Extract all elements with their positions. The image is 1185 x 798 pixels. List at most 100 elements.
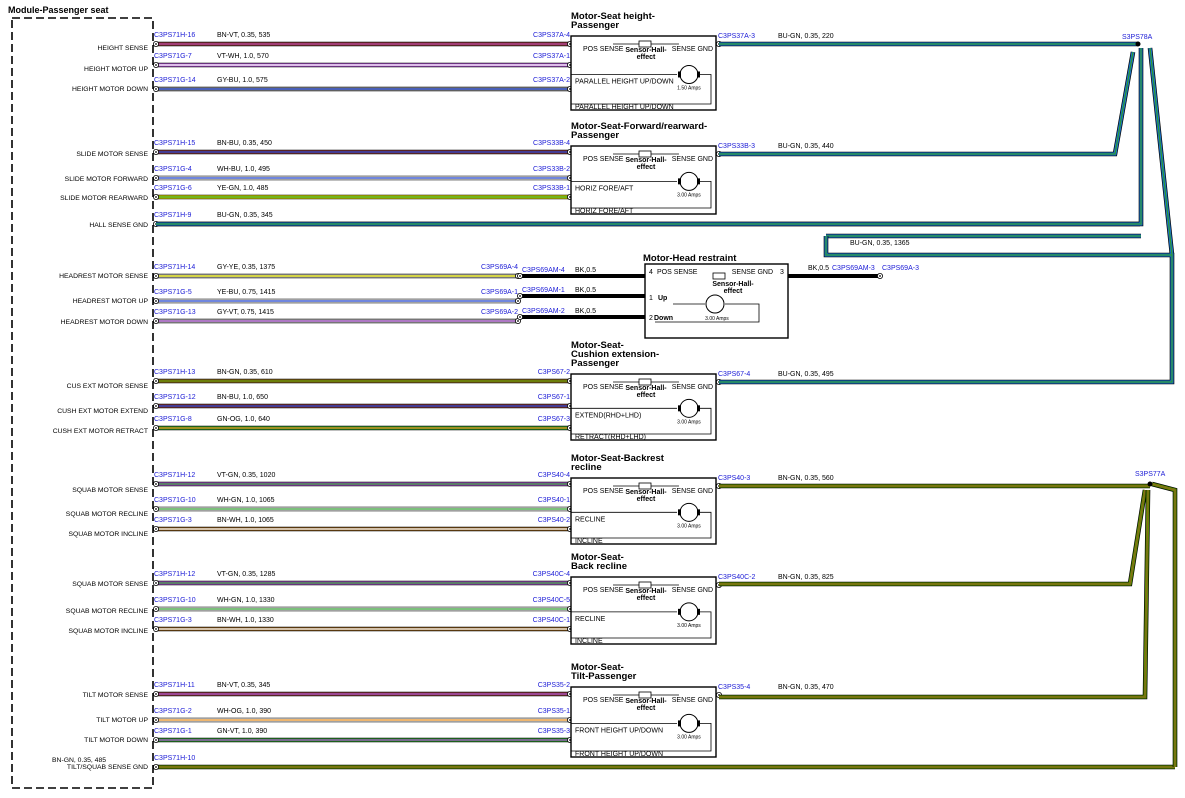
wire-from-connector: C3PS71H-9 [154,212,191,219]
motor-out-spec: BU-GN, 0.35, 440 [778,143,834,150]
pin-dot [155,405,157,407]
sensor-label: effect [724,288,743,295]
out-wire-outline [719,489,1151,700]
headrest-up-label: Up [658,295,667,302]
wire-spec: YE-BU, 0.75, 1415 [217,289,275,296]
motor-title: Motor-Seat height- [571,11,655,22]
motor-amps: 1.50 Amps [677,85,701,91]
motor-function-label: INCLINE [575,638,603,645]
motor-brush-icon [678,178,681,185]
sensor-label: Sensor-Hall- [625,157,667,164]
wire-spec: BN-WH, 1.0, 1330 [217,617,274,624]
module-pin-label: HEADREST MOTOR SENSE [59,273,148,280]
pin-dot [155,88,157,90]
sense-gnd-label: SENSE GND [672,156,713,163]
motor-lead [571,511,712,539]
wire-from-connector: C3PS71G-14 [154,77,196,84]
motor-block: Motor-Seat-Forward/rearward-PassengerPOS… [570,121,834,215]
wire-spec: GN-VT, 1.0, 390 [217,728,267,735]
motor-function-label: PARALLEL HEIGHT UP/DOWN [575,78,674,85]
headrest-pin-label: 2 [649,315,653,322]
module-pin-label: HEIGHT SENSE [98,45,149,52]
sensor-label: Sensor-Hall- [625,698,667,705]
motor-title: Passenger [571,358,619,369]
motor-out-spec: BN-GN, 0.35, 825 [778,574,834,581]
motor-title: recline [571,462,602,473]
module-pin-label: CUSH EXT MOTOR EXTEND [57,408,148,415]
pin-dot [155,508,157,510]
motor-amps: 3.00 Amps [677,734,701,740]
splice-top-label: S3PS78A [1122,34,1153,41]
motor-title: Motor-Seat-Backrest [571,453,665,464]
module-pin-label: TILT MOTOR UP [96,717,148,724]
headrest-pin-label: 4 [649,269,653,276]
pin-dot [155,739,157,741]
wire-spec: WH-OG, 1.0, 390 [217,708,271,715]
motor-brush-icon [678,608,681,615]
pin-dot [517,300,519,302]
pin-dot [155,151,157,153]
sensor-label: effect [637,164,656,171]
motor-lead [571,74,712,105]
module-pin-label: TILT MOTOR DOWN [84,737,148,744]
headrest-out-spec: BK,0.5 [808,265,829,272]
splice-mid-spec: BU-GN, 0.35, 1365 [850,240,910,247]
pin-dot [155,300,157,302]
motor-lead [655,303,760,323]
wire-to-connector: C3PS33B-1 [533,185,570,192]
wire-to-connector: C3PS33B-2 [533,166,570,173]
wire-to-connector: C3PS33B-4 [533,140,570,147]
wire-to-connector: C3PS37A-2 [533,77,570,84]
wire-spec: BN-GN, 0.35, 610 [217,369,273,376]
wire-spec: BU-GN, 0.35, 345 [217,212,273,219]
motor-block: Motor-Seat-Cushion extension-PassengerPO… [570,340,834,441]
wire-from-connector: C3PS71H-15 [154,140,195,147]
wire-from-connector: C3PS71G-7 [154,53,192,60]
pin-dot [879,275,881,277]
wire-spec: GY-BU, 1.0, 575 [217,77,268,84]
wire-from-connector: C3PS71G-5 [154,289,192,296]
wire-from-connector: C3PS71G-6 [154,185,192,192]
module-pin-label: SLIDE MOTOR FORWARD [65,176,148,183]
module-passenger-seat: Module-Passenger seat BN-GN, 0.35, 485 H… [8,5,154,789]
pos-sense-label: POS SENSE [583,156,624,163]
splice-node [1147,481,1153,487]
pin-dot [155,380,157,382]
sense-gnd-label: SENSE GND [672,697,713,704]
wire-to-connector: C3PS67-1 [538,394,570,401]
headrest-out-connector: C3PS69A-3 [882,265,919,272]
pin-dot [155,719,157,721]
motor-icon [679,502,699,522]
motor-lead [571,611,712,639]
pin-dot [517,320,519,322]
pin-dot [155,628,157,630]
pos-sense-label: POS SENSE [583,697,624,704]
wire-to-connector: C3PS35-2 [538,682,570,689]
headrest-link-connector: C3PS69AM-4 [522,267,565,274]
motor-function-label: FRONT HEIGHT UP/DOWN [575,727,663,734]
motor-amps: 3.00 Amps [705,316,729,322]
wire-to-connector: C3PS67-2 [538,369,570,376]
module-pin-label: SQUAB MOTOR RECLINE [66,608,149,615]
headrest-title: Motor-Head restraint [643,253,737,264]
motor-function-label: FRONT HEIGHT UP/DOWN [575,751,663,758]
module-pin-label: TILT MOTOR SENSE [83,692,149,699]
out-wire-outline [719,489,1148,587]
pin-dot [155,177,157,179]
pin-dot [155,582,157,584]
motor-lead [571,407,712,435]
wire-spec: BN-VT, 0.35, 535 [217,32,270,39]
headrest-link-connector: C3PS69AM-1 [522,287,565,294]
motor-lead [571,180,712,209]
motor-amps: 3.00 Amps [677,419,701,425]
wire-from-connector: C3PS71G-3 [154,617,192,624]
motor-brush-icon [697,178,700,185]
module-pin-label: SQUAB MOTOR SENSE [72,581,148,588]
motor-out-connector: C3PS40-3 [718,475,750,482]
wire-spec: VT-GN, 0.35, 1285 [217,571,275,578]
wire-spec: VT-GN, 0.35, 1020 [217,472,275,479]
wire-from-connector: C3PS71H-12 [154,571,195,578]
motor-title: Cushion extension- [571,349,659,360]
